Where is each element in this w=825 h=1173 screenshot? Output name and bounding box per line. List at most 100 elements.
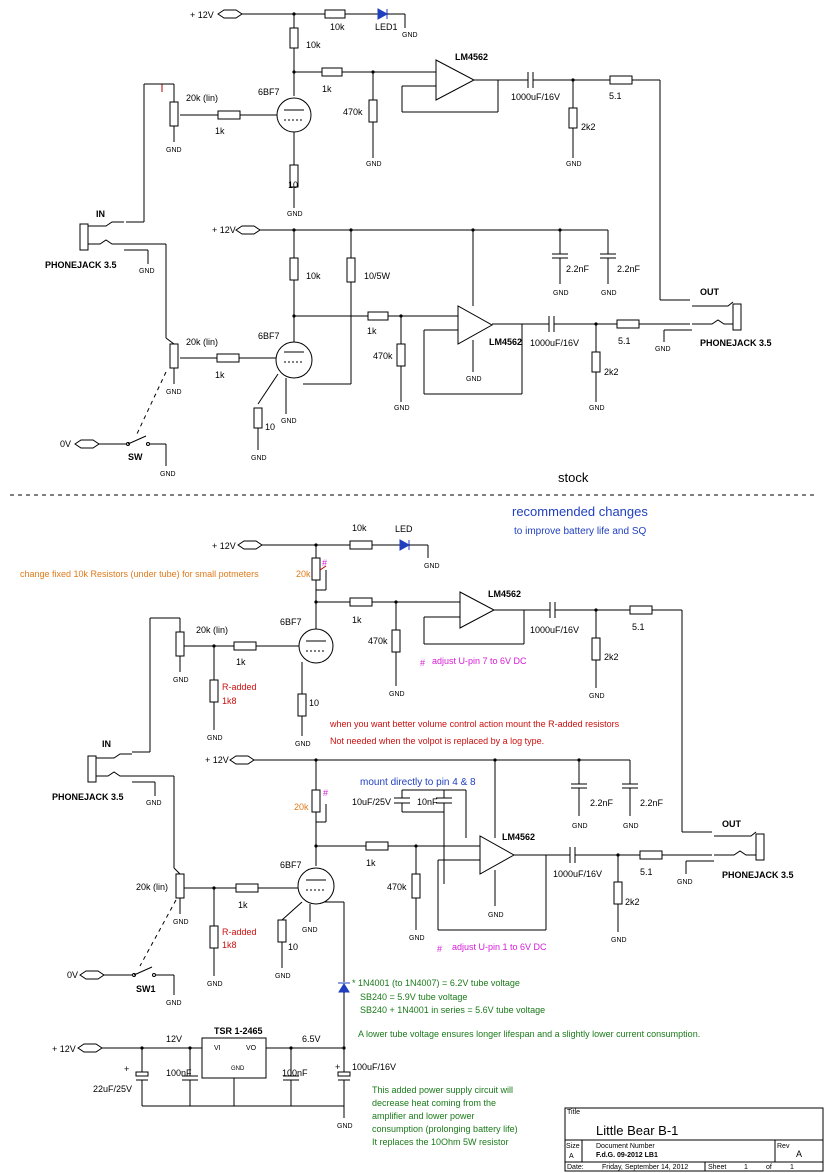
label-phonejack-out: PHONEJACK 3.5 [700,338,772,348]
size-label: Size [566,1143,580,1150]
sheet-label: Sheet [708,1164,726,1171]
label-cap2n2-b: 2.2nF [617,264,641,274]
label-phonejack-in: PHONEJACK 3.5 [45,260,117,270]
label-note-log: Not needed when the volpot is replaced b… [330,736,544,746]
label-cap100u: 100uF/16V [352,1062,396,1072]
label-gnd: GND [337,1123,353,1130]
label-r10-5w: 10/5W [364,271,391,281]
label-gnd: GND [275,973,291,980]
stock-circuit: + 12V 10k LED1 GND 10k 1k 470k GND LM456… [45,8,772,485]
label-tsr-vo: VO [246,1045,257,1052]
title-block: Title Little Bear B-1 Size A Document Nu… [564,1107,824,1172]
label-pot20k-b: 20k (lin) [186,337,218,347]
sheet-value: 1 [744,1164,748,1171]
label-phonejack-out-2: PHONEJACK 3.5 [722,870,794,880]
label-gnd: GND [394,405,410,412]
label-plus12v-2: + 12V [212,225,236,235]
label-gnd: GND [173,919,189,926]
label-gnd: GND [389,691,405,698]
label-r1k8-b: 1k8 [222,940,237,950]
label-recommended-title: recommended changes [512,504,648,519]
label-green-1: This added power supply circuit will [372,1085,513,1095]
label-cap-out-d: 1000uF/16V [553,869,602,879]
label-note-potmeters: change fixed 10k Resistors (under tube) … [20,569,259,579]
label-r470k-d: 470k [387,882,407,892]
label-r1k-e: 1k [352,615,362,625]
label-r1k-f: 1k [236,657,246,667]
rev-label: Rev [777,1143,790,1150]
recommended-circuit: recommended changes to improve battery l… [20,504,794,1147]
label-r10: 10 [288,180,298,190]
label-gnd: GND [295,741,311,748]
label-lm4562-d: LM4562 [502,832,535,842]
label-gnd: GND [281,418,297,425]
label-r5-1-c: 5.1 [632,622,645,632]
label-gnd: GND [466,376,482,383]
label-r10-c: 10 [309,698,319,708]
label-r1k-a: 1k [322,84,332,94]
label-tsr-gnd: GND [231,1066,245,1072]
label-r5-1: 5.1 [609,91,622,101]
label-tsr: TSR 1-2465 [214,1026,263,1036]
label-cap100n-b: 100nF [282,1068,308,1078]
label-tsr-vi: VI [214,1045,221,1052]
label-r10k-plate: 10k [306,40,321,50]
label-adjust-pin1: adjust U-pin 1 to 6V DC [452,942,547,952]
label-gnd: GND [166,1000,182,1007]
label-r10-d: 10 [288,942,298,952]
label-mount-note: mount directly to pin 4 & 8 [360,777,476,788]
label-r2k2-b: 2k2 [604,367,619,377]
document-title: Little Bear B-1 [596,1123,678,1138]
label-cap-out-b: 1000uF/16V [530,338,579,348]
docnum-label: Document Number [596,1143,655,1150]
label-pot20k-small: 20k [296,569,311,579]
label-0v-2: 0V [67,970,78,980]
size-value: A [569,1153,574,1160]
label-r470k: 470k [343,107,363,117]
label-plus12v-5: + 12V [52,1044,76,1054]
label-r1k-g: 1k [366,858,376,868]
rev-value: A [796,1149,802,1159]
docnum-value: F.d.G. 09-2012 LB1 [596,1152,658,1159]
label-tube-b: 6BF7 [258,331,280,341]
label-diode-1n4001: * 1N4001 (to 1N4007) = 6.2V tube voltage [352,978,520,988]
label-cap10n: 10nF [417,797,438,807]
label-lm4562-b: LM4562 [489,337,522,347]
label-phonejack-in-2: PHONEJACK 3.5 [52,792,124,802]
label-r2k2-d: 2k2 [625,897,640,907]
label-r10k-led-2: 10k [352,523,367,533]
label-gnd: GND [146,800,162,807]
label-gnd: GND [139,268,155,275]
label-r-added-b: R-added [222,927,257,937]
label-out: OUT [700,287,720,297]
label-out-2: OUT [722,819,742,829]
label-cap2n2-c: 2.2nF [590,798,614,808]
label-gnd: GND [173,677,189,684]
label-gnd: GND [589,405,605,412]
label-gnd: GND [677,879,693,886]
label-r470k-c: 470k [368,636,388,646]
label-gnd: GND [302,927,318,934]
label-gnd: GND [160,471,176,478]
label-gnd: GND [287,211,303,218]
label-r1k-h: 1k [238,900,248,910]
label-hash-d: # [437,944,442,954]
label-hash-c: # [323,788,328,798]
label-sw: SW [128,452,143,462]
label-pot20k: 20k (lin) [186,93,218,103]
label-lm4562: LM4562 [455,52,488,62]
label-recommended-subtitle: to improve battery life and SQ [514,526,647,537]
title-label: Title [567,1109,580,1116]
label-stock: stock [558,470,589,485]
label-r10k-led: 10k [330,22,345,32]
label-gnd: GND [566,161,582,168]
label-gnd: GND [207,735,223,742]
label-pot20k-c: 20k (lin) [196,625,228,635]
label-gnd: GND [166,147,182,154]
label-gnd: GND [601,290,617,297]
label-cap10u: 10uF/25V [352,797,391,807]
date-value: Friday, September 14, 2012 [602,1164,688,1171]
label-green-3: amplifier and lower power [372,1111,475,1121]
label-cap2n2-d: 2.2nF [640,798,664,808]
label-gnd: GND [409,935,425,942]
